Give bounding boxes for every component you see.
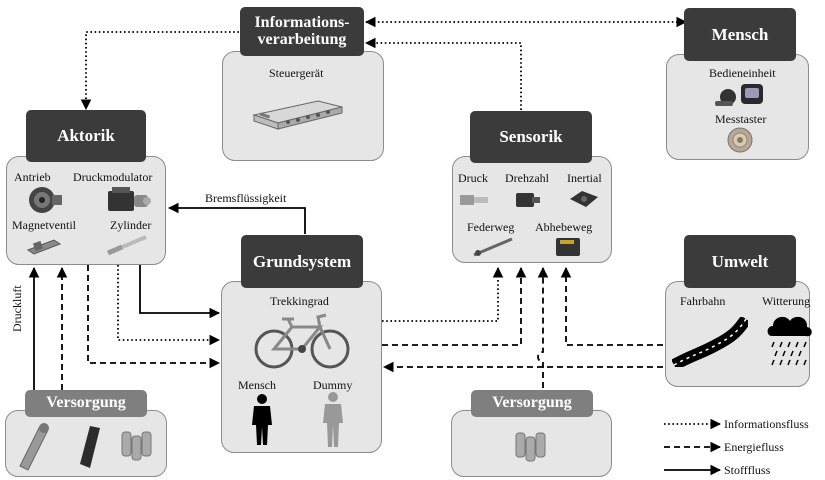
material-flow-aktorik-grundsystem — [139, 265, 221, 319]
umwelt-header: Umwelt — [684, 235, 796, 288]
operating-unit-icon — [715, 84, 763, 106]
mensch-grundsystem-label: Mensch — [238, 378, 276, 392]
pressure-modulator-icon — [108, 187, 151, 211]
magnetventil-label: Magnetventil — [12, 218, 76, 232]
drehzahl-label: Drehzahl — [505, 171, 549, 185]
pressure-sensor-icon — [460, 195, 488, 205]
versorgung-left-header: Versorgung — [25, 390, 147, 417]
inertial-sensor-icon — [570, 191, 598, 207]
abhebeweg-label: Abhebeweg — [535, 220, 593, 234]
dummy-icon — [323, 392, 343, 447]
aktorik-box — [6, 156, 166, 265]
compressed-air-tank-icon — [19, 423, 49, 471]
sensorik-header: Sensorik — [470, 111, 592, 163]
battery-cells-icon — [121, 431, 152, 461]
zylinder-label: Zylinder — [110, 218, 152, 232]
trekkingrad-label: Trekkingrad — [270, 294, 329, 308]
energy-flow-grundsystem-sensorik — [382, 266, 527, 346]
battery-pack-icon — [80, 426, 100, 468]
speed-sensor-icon — [516, 193, 540, 207]
cylinder-icon — [107, 235, 147, 256]
lift-sensor-icon — [556, 238, 580, 256]
energy-flow-umwelt-sensorik — [560, 266, 663, 346]
info-flow-grundsystem-sensorik — [382, 266, 504, 322]
messtaster-label: Messtaster — [715, 112, 767, 126]
sensorik-box — [452, 156, 612, 263]
road-icon — [672, 317, 748, 367]
bremsfluessigkeit-label: Bremsflüssigkeit — [205, 191, 287, 205]
motor-icon — [29, 187, 62, 213]
info-flow-sensorik-infoverarbeitung — [364, 37, 522, 110]
legend-energiefluss: Energiefluss — [724, 440, 784, 454]
probe-icon — [727, 127, 753, 153]
info-flow-infoverarbeitung-aktorik — [80, 31, 239, 111]
material-flow-grundsystem-aktorik — [167, 202, 306, 234]
bicycle-icon — [254, 313, 350, 369]
informationsverarbeitung-header: Informations- verarbeitung — [240, 7, 364, 56]
versorgung-right-header: Versorgung — [471, 390, 593, 417]
aktorik-header: Aktorik — [26, 110, 146, 162]
grundsystem-box — [221, 281, 382, 453]
druckluft-label: Druckluft — [10, 285, 24, 332]
mensch-header: Mensch — [684, 8, 796, 61]
solenoid-valve-icon — [26, 239, 62, 255]
info-flow-aktorik-grundsystem — [117, 265, 221, 346]
grundsystem-header: Grundsystem — [241, 235, 363, 288]
steuergeraet-label: Steuergerät — [269, 66, 324, 80]
bedieneinheit-label: Bedieneinheit — [709, 66, 776, 80]
druck-label: Druck — [458, 171, 488, 185]
energy-flow-aktorik-grundsystem — [87, 265, 221, 369]
antrieb-label: Antrieb — [14, 170, 51, 184]
inertial-label: Inertial — [567, 171, 602, 185]
federweg-label: Federweg — [467, 220, 515, 234]
control-unit-icon — [252, 100, 343, 130]
rain-cloud-icon — [767, 316, 812, 366]
fahrbahn-label: Fahrbahn — [680, 294, 726, 308]
druckmodulator-label: Druckmodulator — [73, 170, 153, 184]
person-icon — [252, 394, 272, 445]
legend-informationsfluss: Informationsfluss — [724, 417, 809, 431]
dummy-label: Dummy — [313, 378, 353, 392]
energy-flow-versorgung-sensorik — [537, 266, 549, 388]
legend-stofffluss: Stofffluss — [724, 463, 771, 477]
battery-cells-right-icon — [515, 432, 546, 462]
travel-sensor-icon — [473, 237, 513, 257]
witterung-label: Witterung — [762, 294, 811, 308]
